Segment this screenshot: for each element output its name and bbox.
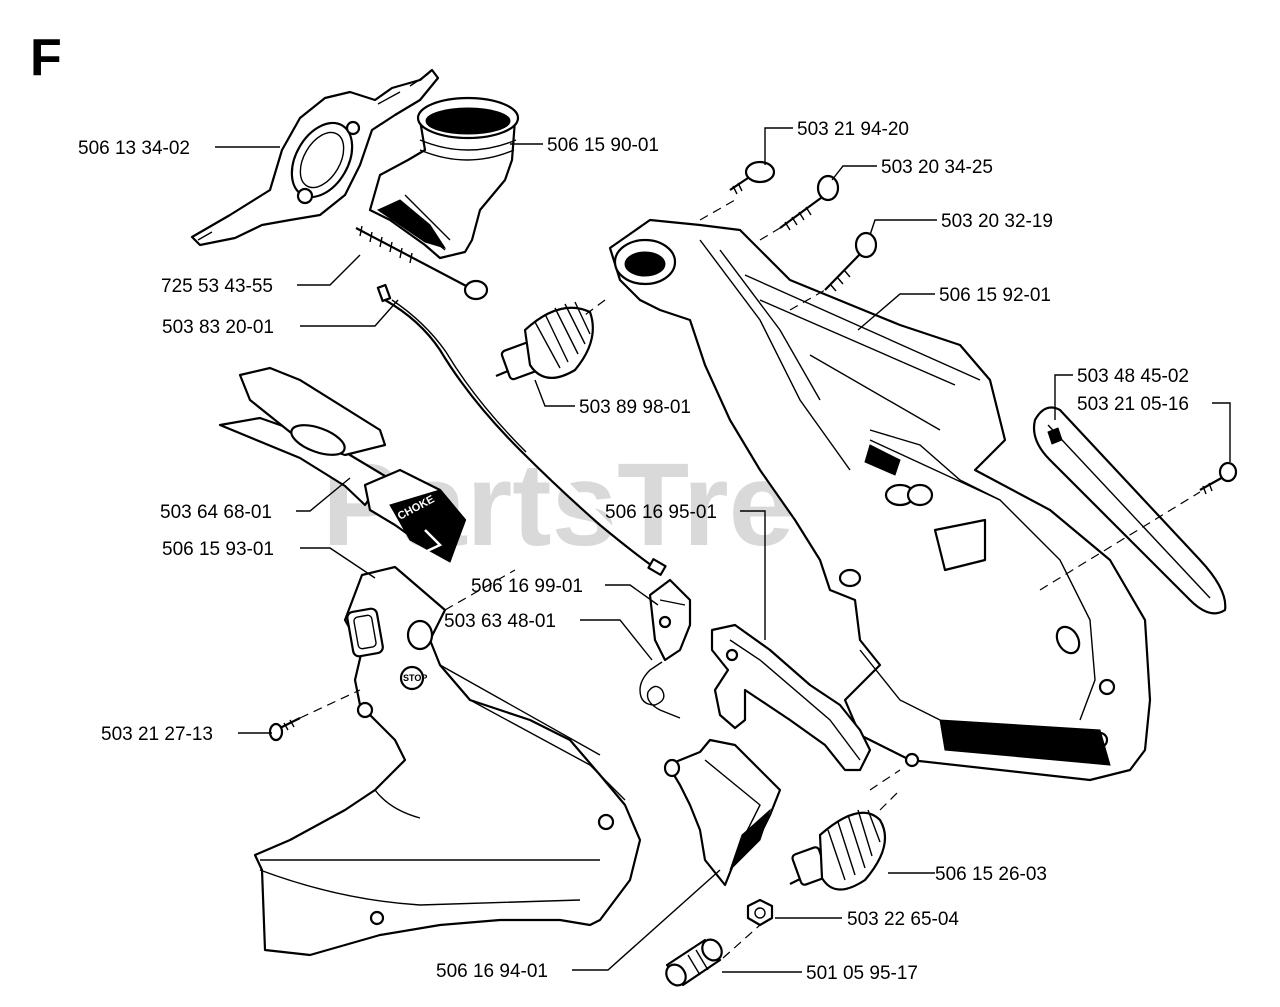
section-letter: F xyxy=(30,29,62,87)
part-screw-05-16 xyxy=(1199,461,1238,495)
part-choke-cable xyxy=(376,283,667,576)
label-501-05-95-17: 501 05 95-17 xyxy=(806,963,918,984)
part-sleeve xyxy=(665,938,723,987)
label-725-53-43-55: 725 53 43-55 xyxy=(161,276,273,297)
part-nut xyxy=(746,898,774,927)
label-503-63-48-01: 503 63 48-01 xyxy=(444,611,556,632)
stop-embossed-label: STOP xyxy=(403,673,427,683)
label-506-15-92-01: 506 15 92-01 xyxy=(939,285,1051,306)
label-506-15-93-01: 506 15 93-01 xyxy=(162,539,274,560)
label-503-22-65-04: 503 22 65-04 xyxy=(847,909,959,930)
label-503-64-68-01: 503 64 68-01 xyxy=(160,502,272,523)
label-503-20-34-25: 503 20 34-25 xyxy=(881,157,993,178)
part-starter-housing: STOP xyxy=(253,565,642,957)
label-503-20-32-19: 503 20 32-19 xyxy=(941,211,1053,232)
part-screw-32-19 xyxy=(824,231,878,292)
label-503-21-94-20: 503 21 94-20 xyxy=(797,119,909,140)
part-screw-27-13 xyxy=(268,717,301,742)
part-intake-elbow xyxy=(368,96,520,260)
part-cap-screw xyxy=(729,160,776,195)
part-av-buffer-upper xyxy=(495,301,594,381)
label-506-16-95-01: 506 16 95-01 xyxy=(605,502,717,523)
label-506-15-26-03: 506 15 26-03 xyxy=(935,864,1047,885)
label-506-15-90-01: 506 15 90-01 xyxy=(547,135,659,156)
part-front-handle xyxy=(608,218,1152,782)
part-av-buffer-lower xyxy=(789,809,887,891)
part-long-screw xyxy=(355,225,489,301)
label-503-21-27-13: 503 21 27-13 xyxy=(101,724,213,745)
label-503-21-05-16: 503 21 05-16 xyxy=(1077,394,1189,415)
label-506-16-94-01: 506 16 94-01 xyxy=(436,961,548,982)
part-number-labels: 506 13 34-02 506 15 90-01 503 21 94-20 5… xyxy=(78,119,1189,984)
part-throttle-lockout xyxy=(663,738,782,887)
part-throttle-trigger xyxy=(710,623,872,772)
label-506-13-34-02: 506 13 34-02 xyxy=(78,138,190,159)
label-506-16-99-01: 506 16 99-01 xyxy=(471,576,583,597)
part-throttle-spring xyxy=(639,661,681,719)
part-carburetor-bracket xyxy=(190,68,440,247)
part-screw-34-25 xyxy=(779,174,840,231)
label-503-83-20-01: 503 83 20-01 xyxy=(162,317,274,338)
assembly-lines xyxy=(299,199,1201,959)
leader-lines xyxy=(215,127,1231,973)
part-stop-switch xyxy=(648,578,692,662)
label-503-89-98-01: 503 89 98-01 xyxy=(579,397,691,418)
part-cover-strip xyxy=(1032,406,1227,615)
label-503-48-45-02: 503 48 45-02 xyxy=(1077,366,1189,387)
